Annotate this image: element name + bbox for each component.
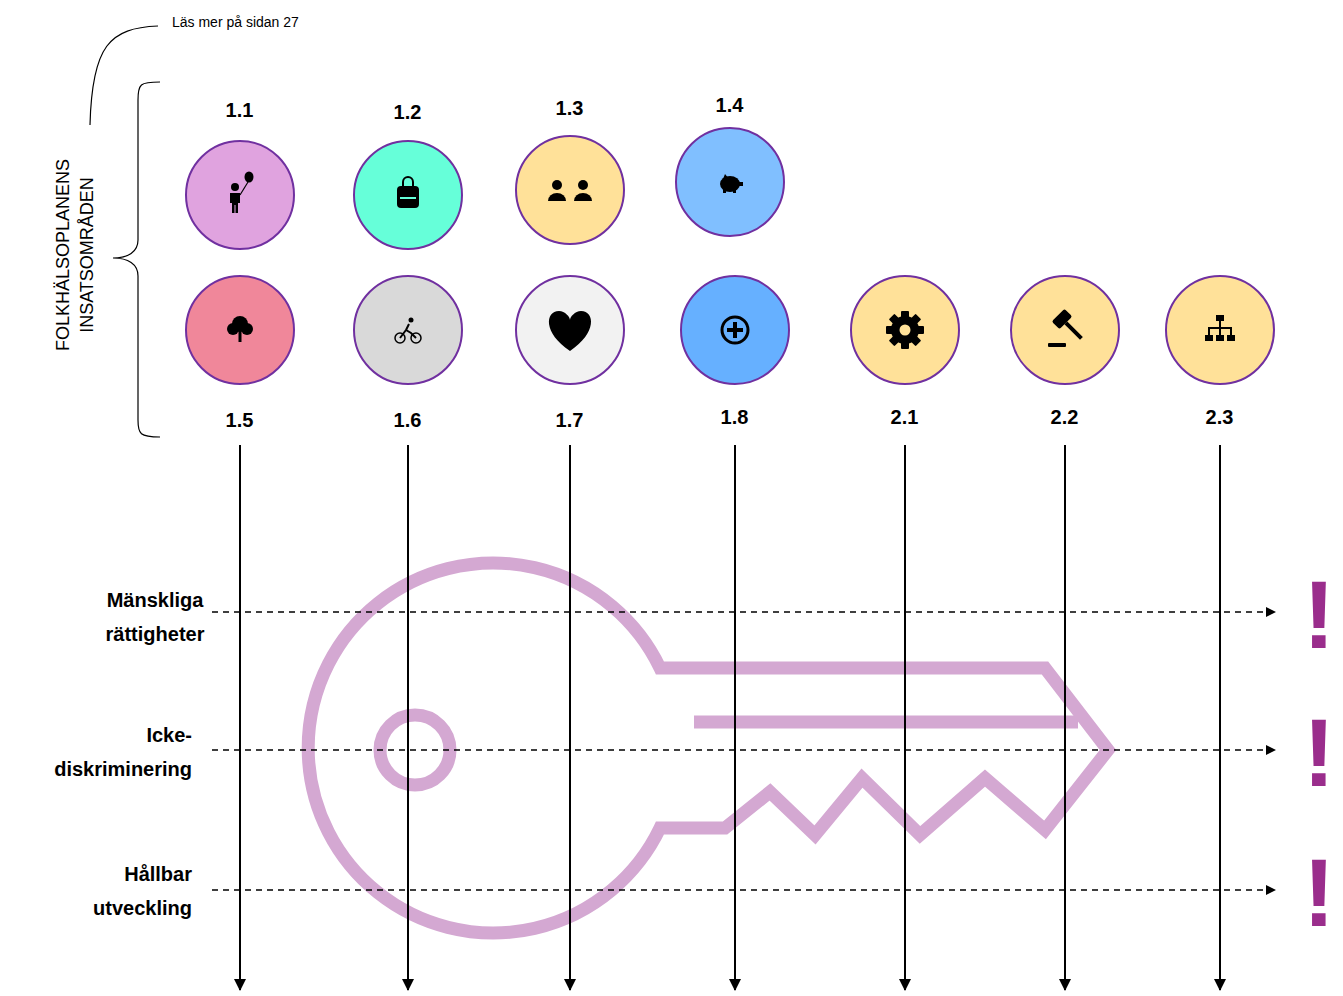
area-circle: 1.4 [675, 127, 785, 237]
curly-bracket [113, 82, 160, 437]
area-number: 1.4 [675, 93, 785, 117]
row-label: Mänskliga rättigheter [58, 583, 252, 651]
area-number: 1.2 [353, 100, 463, 124]
area-circle: 1.5 [185, 275, 295, 385]
area-circle: 1.6 [353, 275, 463, 385]
area-number: 1.5 [185, 408, 295, 432]
exclamation-mark: ! [1303, 565, 1335, 665]
area-number: 2.1 [850, 405, 960, 429]
area-circle: 1.2 [353, 140, 463, 250]
area-circle: 2.3 [1165, 275, 1275, 385]
area-icon [185, 275, 295, 385]
area-icon [185, 140, 295, 250]
area-circle: 2.1 [850, 275, 960, 385]
area-icon [515, 275, 625, 385]
exclamation-mark: ! [1303, 843, 1335, 943]
area-number: 2.2 [1010, 405, 1120, 429]
exclamation-mark: ! [1303, 703, 1335, 803]
area-icon [675, 127, 785, 237]
area-icon [353, 275, 463, 385]
leader-line [90, 26, 158, 125]
area-icon [1165, 275, 1275, 385]
vertical-heading: FOLKHÄLSOPLANENS INSATSOMRÅDEN [51, 150, 99, 360]
area-number: 1.7 [515, 408, 625, 432]
area-number: 1.3 [515, 96, 625, 120]
area-icon [515, 135, 625, 245]
area-icon [353, 140, 463, 250]
area-circle: 1.1 [185, 140, 295, 250]
area-circle: 2.2 [1010, 275, 1120, 385]
area-number: 1.1 [185, 98, 295, 122]
area-icon [850, 275, 960, 385]
area-number: 1.8 [680, 405, 790, 429]
area-number: 2.3 [1165, 405, 1275, 429]
area-circle: 1.7 [515, 275, 625, 385]
area-number: 1.6 [353, 408, 463, 432]
row-arrows [212, 612, 1275, 890]
area-icon [680, 275, 790, 385]
area-icon [1010, 275, 1120, 385]
row-label: Hållbar utveckling [56, 857, 192, 925]
column-arrows [240, 445, 1220, 990]
key-illustration [308, 563, 1108, 933]
page-note: Läs mer på sidan 27 [172, 13, 299, 31]
area-circle: 1.3 [515, 135, 625, 245]
row-label: Icke-diskriminering [40, 718, 192, 786]
area-circle: 1.8 [680, 275, 790, 385]
